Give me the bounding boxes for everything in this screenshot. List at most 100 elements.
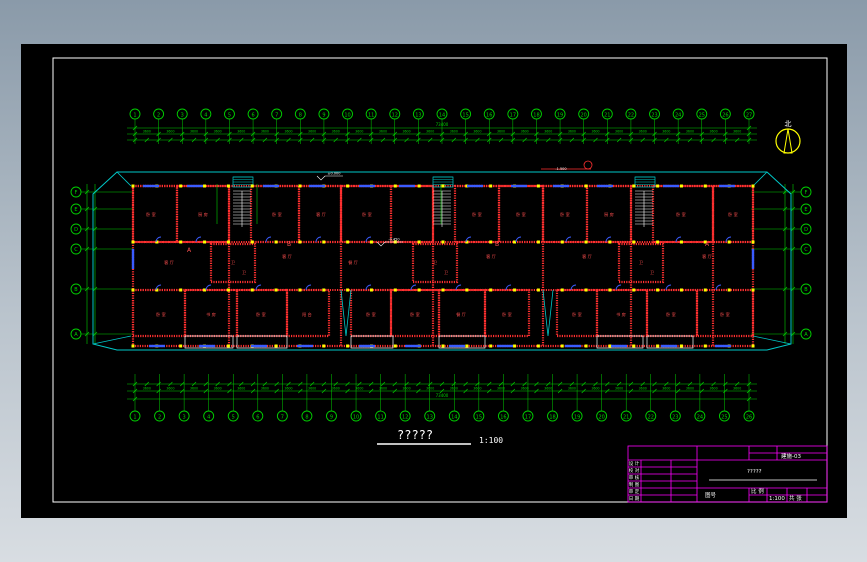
dim-text: 3600 [497, 130, 505, 134]
column [298, 288, 302, 292]
axis-label-top: 10 [344, 113, 350, 119]
column [131, 344, 135, 348]
column [632, 184, 636, 188]
dim-tick [675, 381, 681, 387]
bath-label: 卫 [650, 270, 654, 275]
column [346, 288, 350, 292]
axis-label-bottom: 22 [648, 415, 654, 421]
dim-tick [239, 381, 244, 387]
unit-label: B [287, 241, 291, 248]
room-label: 客 厅 [316, 211, 326, 218]
dim-text: 3600 [379, 130, 387, 134]
room-wall [695, 288, 755, 338]
bath-label: 卫 [231, 260, 235, 265]
side-dim-tick [84, 226, 90, 232]
dim-text: 3600 [166, 387, 174, 391]
title-block-text: ????? 建施-03 图号 比 例 1:100 共 张 [705, 452, 802, 502]
dim-tick [250, 381, 256, 387]
column [751, 288, 755, 292]
dim-text: 3600 [166, 130, 174, 134]
dim-tick [392, 381, 398, 387]
axis-label-bottom: 1 [133, 415, 136, 421]
column [536, 288, 540, 292]
column [679, 344, 683, 348]
column [226, 288, 230, 292]
dim-tick [274, 388, 279, 394]
room-label: 阳 台 [302, 311, 312, 318]
room-label: 客 厅 [486, 253, 496, 260]
column [656, 184, 660, 188]
dim-tick [546, 381, 551, 387]
dim-tick [333, 137, 338, 143]
dim-tick [687, 381, 693, 387]
dim-tick [557, 381, 563, 387]
tb-row-label: 校 对 [629, 467, 640, 474]
eave-outline [92, 171, 792, 351]
dim-tick [593, 137, 598, 143]
room-label: 卧 室 [146, 211, 156, 218]
door-swing [715, 284, 722, 291]
column [441, 288, 445, 292]
balcony [646, 335, 694, 349]
door-swing [505, 284, 512, 291]
axis-label-bottom: 5 [232, 415, 235, 421]
column [679, 184, 683, 188]
axis-label-left: A [74, 332, 78, 338]
axis-label-top: 24 [675, 113, 681, 119]
room-wall [437, 288, 487, 338]
column [584, 184, 588, 188]
dim-text: 3600 [450, 130, 458, 134]
dim-tick [203, 381, 209, 387]
column [632, 344, 636, 348]
entry-wedge [542, 289, 554, 337]
room-labels: 卧 室厨 房卧 室客 厅卧 室卧 室卧 室卧 室厨 房卧 室卧 室卧 室书 房卧… [146, 211, 738, 318]
column [489, 184, 493, 188]
wall-layer [131, 184, 755, 349]
dim-tick [664, 381, 669, 387]
dim-tick [534, 388, 539, 394]
dim-tick [227, 388, 232, 394]
axis-label-top: 23 [651, 113, 657, 119]
dim-text: 3600 [284, 387, 292, 391]
column [226, 184, 230, 188]
axis-label-left: B [74, 287, 78, 293]
dim-tick [168, 381, 173, 387]
column [513, 344, 517, 348]
door-swing [365, 236, 372, 243]
column [131, 184, 135, 188]
column [608, 344, 612, 348]
room-wall [483, 288, 531, 338]
room-label: 书 房 [616, 311, 626, 318]
room-wall [175, 184, 231, 244]
dim-tick [191, 137, 197, 143]
dim-text: 3600 [190, 387, 198, 391]
dim-tick [628, 381, 634, 387]
axis-label-left: F [75, 190, 78, 196]
dim-tick [628, 388, 634, 394]
dim-text: 3600 [473, 387, 481, 391]
dim-tick [687, 137, 693, 143]
dim-tick [498, 137, 504, 143]
axis-label-top: 13 [415, 113, 421, 119]
axis-label-bottom: 16 [500, 415, 506, 421]
dim-tick [605, 388, 610, 394]
dim-tick [593, 381, 598, 387]
dim-tick [333, 381, 338, 387]
tb-scale-label: 比 例 [751, 487, 764, 495]
column [250, 184, 254, 188]
dim-text: 3600 [403, 387, 411, 391]
dim-tick [191, 381, 197, 387]
dim-text: 3600 [615, 130, 623, 134]
room-label: 卧 室 [676, 211, 686, 218]
column [155, 288, 159, 292]
room-wall [297, 184, 343, 244]
side-dim-tick [84, 331, 90, 337]
dim-text: 3600 [733, 130, 741, 134]
dim-text: 3600 [733, 387, 741, 391]
axis-label-left: D [74, 227, 78, 233]
column [322, 240, 326, 244]
column [346, 344, 350, 348]
